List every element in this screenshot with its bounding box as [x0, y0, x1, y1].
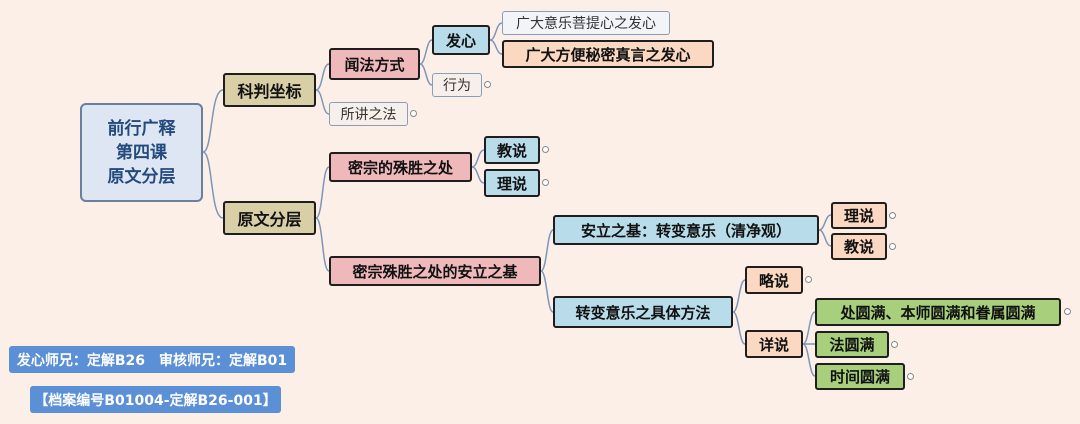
- credits-tag: 发心师兄：定解B26 审核师兄：定解B01: [9, 346, 295, 373]
- node-fa-yuanman[interactable]: 法圆满: [815, 331, 889, 358]
- node-guangda-puti[interactable]: 广大意乐菩提心之发心: [502, 11, 670, 35]
- expand-icon[interactable]: [410, 110, 417, 117]
- node-jiaoshuo-1[interactable]: 教说: [484, 136, 540, 164]
- node-kepan[interactable]: 科判坐标: [223, 73, 316, 107]
- node-suojiang[interactable]: 所讲之法: [329, 102, 408, 126]
- node-faxin[interactable]: 发心: [432, 25, 490, 55]
- node-xingwei[interactable]: 行为: [432, 73, 482, 97]
- root-line-1: 前行广释: [107, 118, 176, 139]
- root-line-3: 原文分层: [107, 166, 176, 187]
- node-anli-zhuan[interactable]: 安立之基：转变意乐（清净观）: [553, 215, 819, 245]
- expand-icon[interactable]: [907, 373, 914, 380]
- node-chu-yuanman[interactable]: 处圆满、本师圆满和眷属圆满: [815, 298, 1061, 326]
- expand-icon[interactable]: [891, 341, 898, 348]
- expand-icon[interactable]: [889, 243, 896, 250]
- expand-icon[interactable]: [542, 146, 549, 153]
- expand-icon[interactable]: [484, 81, 491, 88]
- expand-icon[interactable]: [889, 212, 896, 219]
- expand-icon[interactable]: [1064, 308, 1071, 315]
- archive-tag: 【档案编号B01004-定解B26-001】: [30, 386, 281, 413]
- node-xiangshuo[interactable]: 详说: [745, 330, 803, 358]
- expand-icon[interactable]: [542, 179, 549, 186]
- node-zhuanbian[interactable]: 转变意乐之具体方法: [553, 296, 733, 328]
- root-node[interactable]: 前行广释 第四课 原文分层: [80, 103, 203, 202]
- node-yuanwen[interactable]: 原文分层: [223, 201, 316, 235]
- node-lishuo-2[interactable]: 理说: [831, 202, 887, 229]
- node-lueshuo[interactable]: 略说: [745, 266, 803, 294]
- node-shijian-yuanman[interactable]: 时间圆满: [815, 363, 905, 390]
- node-guangda-mimi[interactable]: 广大方便秘密真言之发心: [502, 40, 714, 68]
- expand-icon[interactable]: [805, 276, 812, 283]
- node-wenfa[interactable]: 闻法方式: [329, 48, 420, 80]
- node-mizong[interactable]: 密宗的殊胜之处: [329, 152, 472, 182]
- root-line-2: 第四课: [116, 142, 167, 163]
- node-lishuo-1[interactable]: 理说: [484, 169, 540, 197]
- node-anli-ji[interactable]: 密宗殊胜之处的安立之基: [329, 256, 541, 286]
- node-jiaoshuo-2[interactable]: 教说: [831, 233, 887, 260]
